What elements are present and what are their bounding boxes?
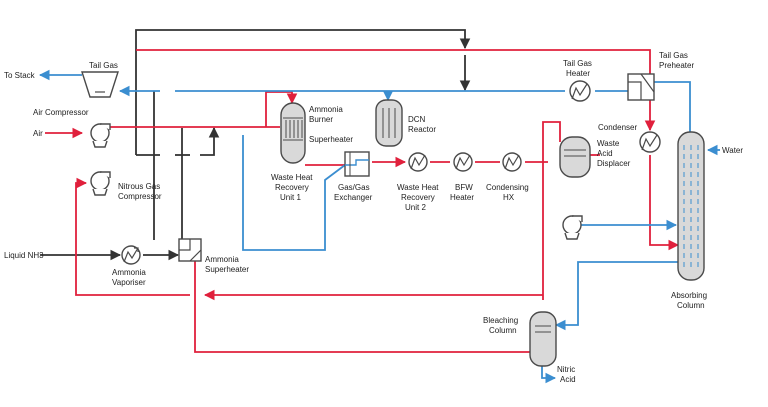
absorber-to-bleach bbox=[554, 261, 690, 331]
waste-acid-displacer[interactable] bbox=[559, 136, 591, 178]
to-displacer bbox=[542, 121, 561, 162]
label-dcn-2: Reactor bbox=[408, 125, 436, 134]
label-bfw-1: BFW bbox=[455, 183, 473, 192]
label-nitrous-gas-1: Nitrous Gas bbox=[118, 182, 160, 191]
label-air-compressor: Air Compressor bbox=[33, 108, 89, 117]
absorbing-column[interactable] bbox=[677, 131, 705, 281]
label-bfw-2: Heater bbox=[450, 193, 474, 202]
gas-gas-exchanger[interactable] bbox=[344, 151, 370, 177]
label-nitric-2: Acid bbox=[560, 375, 576, 384]
label-to-stack: To Stack bbox=[4, 71, 36, 80]
label-condensing-1: Condensing bbox=[486, 183, 529, 192]
label-whru2-1: Waste Heat bbox=[397, 183, 439, 192]
dcn-reactor[interactable] bbox=[375, 99, 403, 147]
utility-line-up bbox=[200, 126, 220, 156]
label-absorbing-2: Column bbox=[677, 301, 705, 310]
label-tail-gas: Tail Gas bbox=[89, 61, 118, 70]
label-nitric-1: Nitric bbox=[557, 365, 575, 374]
label-absorbing-1: Absorbing bbox=[671, 291, 707, 300]
label-bleaching-2: Column bbox=[489, 326, 517, 335]
acid-pump[interactable] bbox=[562, 215, 583, 240]
nitric-acid-out bbox=[541, 365, 557, 384]
label-ammonia-vaporiser-1: Ammonia bbox=[112, 268, 146, 277]
label-ammonia-superheater-2: Superheater bbox=[205, 265, 249, 274]
label-air: Air bbox=[33, 129, 43, 138]
label-ammonia-superheater-1: Ammonia bbox=[205, 255, 239, 264]
label-ammonia-burner-1: Ammonia bbox=[309, 105, 343, 114]
label-tail-gas-heater-1: Tail Gas bbox=[563, 59, 592, 68]
label-gas-exchanger-1: Gas/Gas bbox=[338, 183, 370, 192]
label-waste-1: Waste bbox=[597, 139, 620, 148]
label-whru1-2: Recovery bbox=[275, 183, 309, 192]
condenser-to-absorber bbox=[649, 155, 680, 251]
tail-gas-preheater[interactable] bbox=[627, 73, 655, 101]
label-ammonia-vaporiser-2: Vaporiser bbox=[112, 278, 146, 287]
label-tail-gas-heater-2: Heater bbox=[566, 69, 590, 78]
superheater-to-bleach bbox=[194, 250, 530, 353]
label-nitrous-gas-2: Compressor bbox=[118, 192, 162, 201]
air-to-burner bbox=[265, 91, 298, 127]
blue-cold-streams bbox=[38, 69, 720, 384]
label-tail-gas-preheater-1: Tail Gas bbox=[659, 51, 688, 60]
ammonia-vaporiser[interactable] bbox=[121, 245, 141, 265]
whru2-exchanger[interactable] bbox=[408, 152, 428, 172]
label-whru2-3: Unit 2 bbox=[405, 203, 426, 212]
label-whru1-3: Unit 1 bbox=[280, 193, 301, 202]
tail-gas-stack[interactable] bbox=[81, 71, 119, 98]
labels: Tail Gas To Stack Air Compressor Air Nit… bbox=[4, 51, 743, 384]
dark-utility-streams bbox=[40, 29, 471, 261]
label-waste-3: Displacer bbox=[597, 159, 631, 168]
label-dcn-1: DCN bbox=[408, 115, 426, 124]
utility-line-top bbox=[135, 29, 471, 155]
blue-loop-exchanger bbox=[242, 135, 346, 251]
label-tail-gas-preheater-2: Preheater bbox=[659, 61, 694, 70]
condenser[interactable] bbox=[639, 131, 661, 153]
ammonia-burner-whru1[interactable] bbox=[280, 102, 306, 164]
air-compressor[interactable] bbox=[90, 123, 111, 148]
label-whru1-1: Waste Heat bbox=[271, 173, 313, 182]
label-water: Water bbox=[722, 146, 743, 155]
label-bleaching-1: Bleaching bbox=[483, 316, 518, 325]
tail-gas-heater[interactable] bbox=[569, 80, 591, 102]
bleaching-column[interactable] bbox=[529, 311, 557, 367]
label-condenser: Condenser bbox=[598, 123, 637, 132]
label-condensing-2: HX bbox=[503, 193, 515, 202]
label-whru2-2: Recovery bbox=[401, 193, 435, 202]
preheater-to-absorber-top bbox=[640, 81, 691, 132]
nitrous-gas-compressor[interactable] bbox=[90, 171, 111, 196]
ammonia-superheater[interactable] bbox=[178, 238, 202, 262]
label-superheater: Superheater bbox=[309, 135, 353, 144]
label-gas-exchanger-2: Exchanger bbox=[334, 193, 373, 202]
label-ammonia-burner-2: Burner bbox=[309, 115, 333, 124]
red-hot-streams bbox=[45, 49, 680, 353]
return-to-ng-compressor bbox=[75, 177, 190, 296]
tail-gas-red-top bbox=[136, 49, 651, 78]
label-liquid-nh3: Liquid NH3 bbox=[4, 251, 44, 260]
bfw-heater[interactable] bbox=[453, 152, 473, 172]
label-waste-2: Acid bbox=[597, 149, 613, 158]
condensing-hx[interactable] bbox=[502, 152, 522, 172]
